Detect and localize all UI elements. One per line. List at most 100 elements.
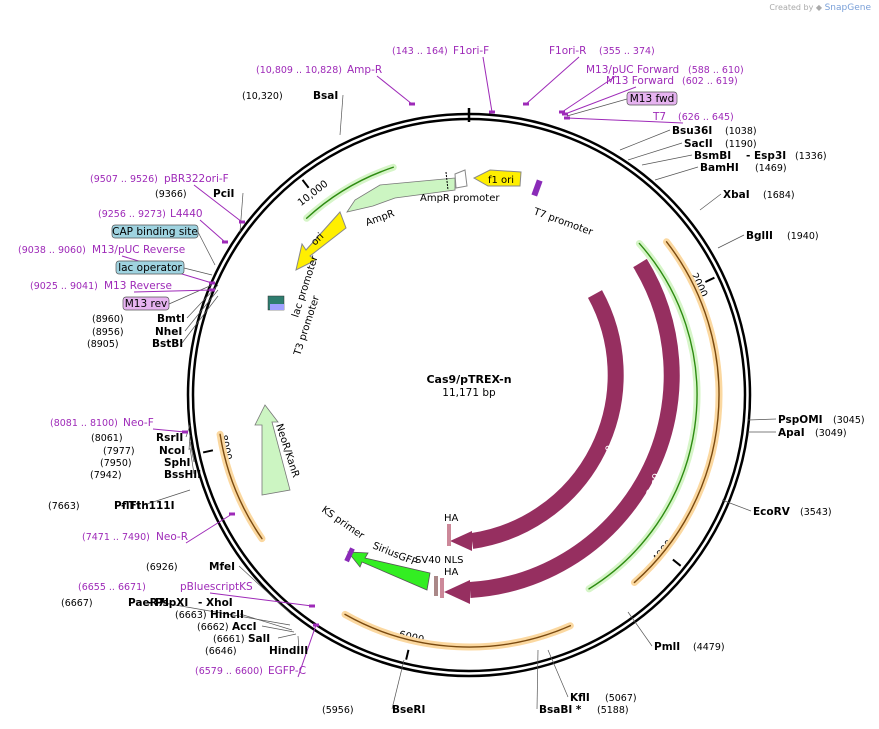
enzyme-name: RsrII xyxy=(156,432,183,444)
enzyme-name: AccI xyxy=(232,621,256,633)
primer-name: M13 Reverse xyxy=(104,280,172,292)
primer-position: (626 .. 645) xyxy=(678,112,734,123)
enzyme-position: (4479) xyxy=(693,642,725,653)
plasmid-size: 11,171 bp xyxy=(442,387,496,399)
primer-position: (9025 .. 9041) xyxy=(30,281,98,292)
primer-leader xyxy=(482,56,493,113)
enzyme-position: (1336) xyxy=(795,151,827,162)
enzyme-position: (10,320) xyxy=(242,91,283,102)
enzyme-position: (3045) xyxy=(833,415,865,426)
primer-site xyxy=(489,110,495,114)
arc-group xyxy=(216,163,723,651)
ori-arrow xyxy=(295,211,347,271)
primer-position: (10,809 .. 10,828) xyxy=(256,65,342,76)
enzyme-name-alt: - PspXI xyxy=(147,597,188,609)
orange-arc-3 xyxy=(219,433,263,540)
primer-site xyxy=(209,288,215,292)
enzyme-name: BstBI xyxy=(152,338,183,350)
enzyme-name: SacII xyxy=(684,138,713,150)
feature-box-label: M13 rev xyxy=(125,298,168,310)
enzyme-name: BsaI xyxy=(313,90,338,102)
enzyme-position: (1038) xyxy=(725,126,757,137)
enzyme-leader xyxy=(239,192,244,233)
enzyme-leader xyxy=(619,129,671,151)
enzyme-position: (5956) xyxy=(322,705,354,716)
primer-site xyxy=(309,604,315,608)
feature-box-label: CAP binding site xyxy=(112,226,198,238)
primer-position: (355 .. 374) xyxy=(599,46,655,57)
enzyme-name-alt: - Tth111I xyxy=(121,500,175,512)
plasmid-name: Cas9/pTREX-n xyxy=(426,373,511,386)
primer-leader xyxy=(376,75,413,105)
enzyme-leader xyxy=(181,295,219,344)
enzyme-position: (1684) xyxy=(763,190,795,201)
tick-mark xyxy=(202,449,214,454)
enzyme-position: (3543) xyxy=(800,507,832,518)
feature-box xyxy=(111,224,199,239)
enzyme-name: BseRI xyxy=(392,704,425,716)
enzyme-position: (6663) xyxy=(175,610,207,621)
primer-name: pBR322ori-F xyxy=(164,173,229,185)
primer-site xyxy=(239,220,245,224)
primer-leader xyxy=(566,117,684,124)
f1ori-label: f1 ori xyxy=(488,175,514,186)
primer-site xyxy=(409,102,415,106)
primer-leader xyxy=(564,86,637,115)
credit-prefix: Created by xyxy=(769,3,814,12)
ampr-label: AmpR xyxy=(364,208,396,229)
enzyme-leader xyxy=(391,659,405,710)
primer-name: L4440 xyxy=(170,208,203,220)
enzyme-leader xyxy=(239,613,293,631)
leader-lines xyxy=(143,94,777,710)
enzyme-position: (5067) xyxy=(605,693,637,704)
enzyme-name: BglII xyxy=(746,230,773,242)
primer-name: F1ori-F xyxy=(453,45,489,57)
box-leader xyxy=(168,284,213,305)
enzyme-leader xyxy=(189,441,195,463)
enzyme-position: (1190) xyxy=(725,139,757,150)
enzyme-name: MfeI xyxy=(209,561,235,573)
feature-box xyxy=(115,260,185,275)
enzyme-leader xyxy=(261,625,295,633)
enzyme-name: BssHII xyxy=(164,469,201,481)
enzyme-leader xyxy=(188,434,191,451)
enzyme-name: PspOMI xyxy=(778,414,823,426)
enzyme-leader xyxy=(627,611,653,647)
primer-leader xyxy=(199,219,226,243)
primer-site xyxy=(559,110,565,114)
snapgene-credit: Created by ◆ SnapGene xyxy=(769,3,871,13)
primer-leader xyxy=(209,592,313,607)
enzyme-position: (8905) xyxy=(87,339,119,350)
primer-name: T7 xyxy=(652,111,666,123)
enzyme-name: EcoRV xyxy=(753,506,791,518)
t7-promoter-label: T7 promoter xyxy=(531,206,595,238)
ampr-promoter-arrow xyxy=(454,169,468,189)
enzyme-leader xyxy=(143,489,191,506)
siriusgfp-arrow xyxy=(347,551,431,591)
ha-block-2 xyxy=(440,578,444,598)
t7-promoter-block xyxy=(531,179,543,197)
enzyme-name: BsaBI * xyxy=(539,704,582,716)
primer-site xyxy=(562,112,568,116)
enzyme-name: Bsu36I xyxy=(672,125,712,137)
enzyme-position: (1940) xyxy=(787,231,819,242)
primer-position: (588 .. 610) xyxy=(688,65,744,76)
enzyme-position: (5188) xyxy=(597,705,629,716)
primer-position: (9507 .. 9526) xyxy=(90,174,158,185)
feature-box xyxy=(626,91,678,106)
green-arc-2 xyxy=(305,166,394,219)
ha-label-2: HA xyxy=(444,567,459,578)
enzyme-leader xyxy=(717,234,745,249)
enzyme-position: (6646) xyxy=(205,646,237,657)
green-arc-1 xyxy=(588,242,698,590)
enzyme-position: (7950) xyxy=(100,458,132,469)
enzyme-leader xyxy=(641,154,693,166)
primer-leader xyxy=(152,428,186,433)
feature-box-label: lac operator xyxy=(118,262,182,274)
enzyme-position: (1469) xyxy=(755,163,787,174)
enzyme-position: (7942) xyxy=(90,470,122,481)
enzyme-name: PmlI xyxy=(654,641,680,653)
f1ori-arrow xyxy=(472,169,522,187)
enzyme-leader xyxy=(238,565,293,616)
